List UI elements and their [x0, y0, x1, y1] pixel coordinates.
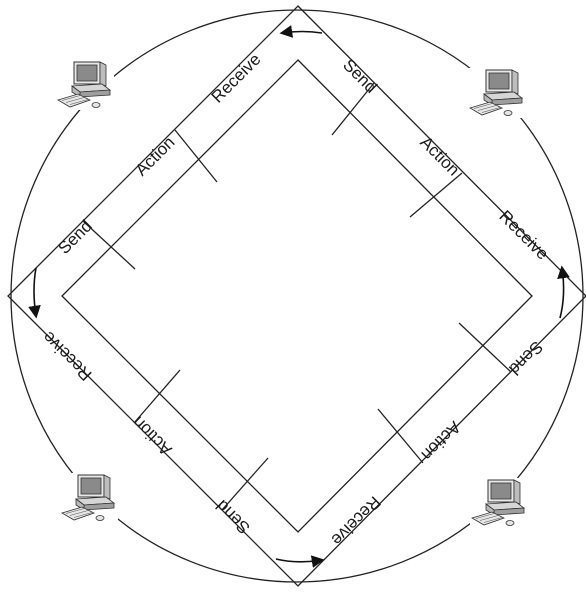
arrow-top: [282, 32, 322, 34]
label-action-bottom-left: Action: [129, 412, 176, 459]
label-receive-bottom-right: Receive: [327, 492, 384, 549]
label-send-top-right: Send: [339, 55, 381, 97]
label-action-bottom-right: Action: [417, 417, 464, 464]
label-receive-top-left: Receive: [208, 50, 265, 107]
label-send-top-left: Send: [54, 216, 96, 258]
computer-top-left-icon: [56, 60, 114, 110]
arrow-left: [34, 268, 36, 316]
label-receive-bottom-left: Receive: [39, 327, 96, 384]
label-receive-top-right: Receive: [495, 207, 552, 264]
divider: [410, 173, 462, 217]
label-send-bottom-left: Send: [212, 496, 254, 538]
divider: [175, 130, 217, 182]
arrow-bottom: [276, 559, 322, 562]
computer-bottom-right-icon: [470, 478, 528, 528]
arrow-right: [560, 268, 564, 318]
divider: [378, 409, 423, 463]
inner-diamond: [62, 60, 532, 532]
divider: [459, 323, 511, 372]
label-action-top-left: Action: [132, 133, 179, 180]
label-send-bottom-right: Send: [505, 337, 547, 379]
computer-bottom-left-icon: [60, 473, 118, 523]
computer-top-right-icon: [468, 68, 526, 118]
label-action-top-right: Action: [416, 133, 463, 180]
